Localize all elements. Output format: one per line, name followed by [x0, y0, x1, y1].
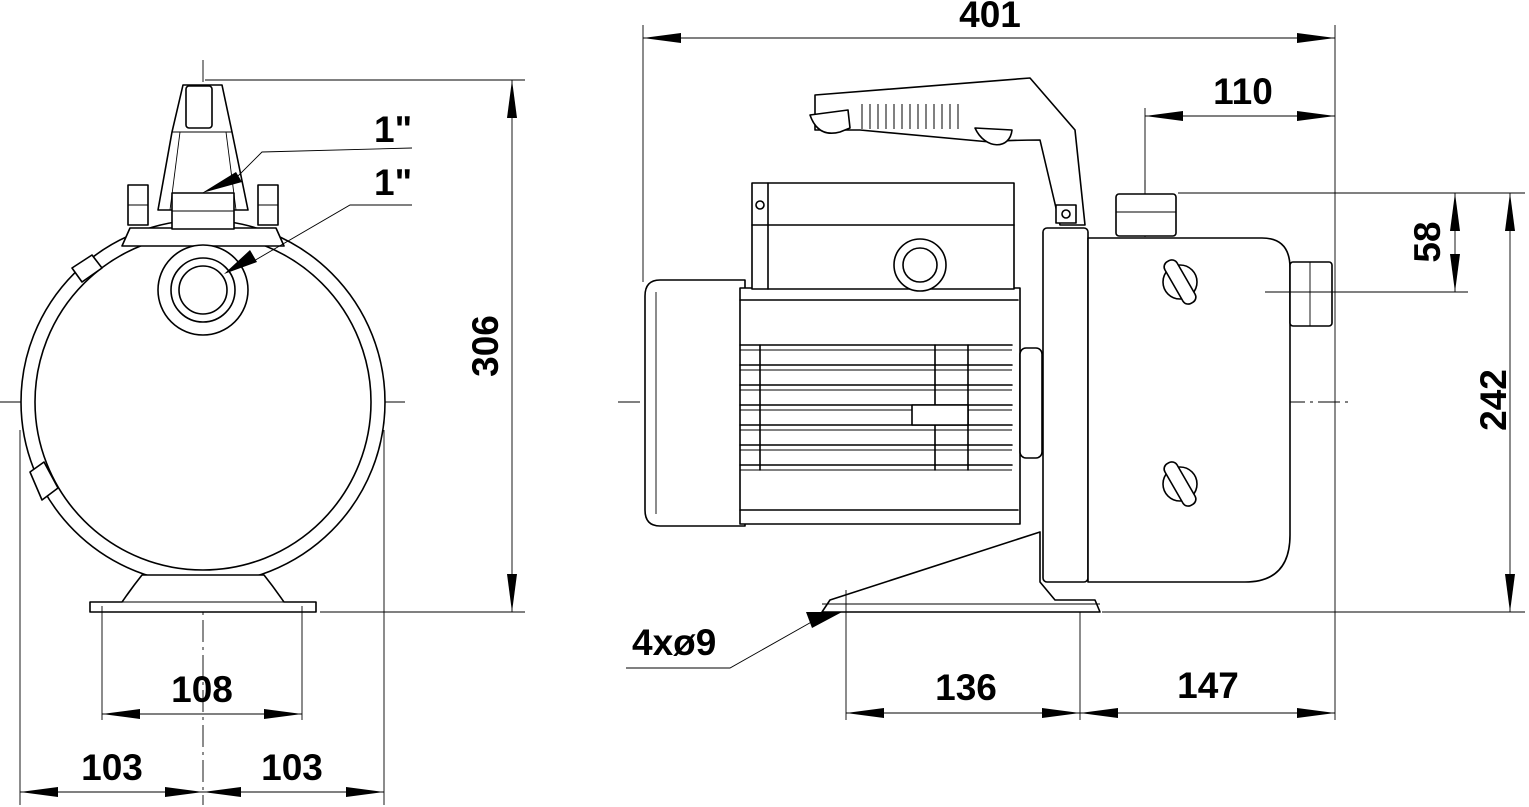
port-rise-58: 58 — [1407, 221, 1448, 262]
port-label-lower: 1" — [374, 162, 412, 203]
side-clip-lower — [29, 461, 59, 501]
foot-holes-leader — [626, 619, 816, 669]
discharge-nozzle-cap — [185, 85, 213, 129]
flange-window — [1019, 347, 1043, 459]
port-label-upper: 1" — [374, 109, 412, 150]
cooling-fins — [739, 344, 1013, 471]
discharge-port — [1289, 261, 1333, 327]
motor-body — [739, 287, 1021, 525]
cable-gland-outer — [893, 238, 947, 292]
inlet-port-mid — [170, 257, 236, 323]
top-flange — [121, 227, 285, 247]
side-view: 401 110 58 242 4xø9 136 147 — [618, 0, 1525, 720]
suction-port — [1115, 193, 1177, 237]
motor-end-cap — [644, 279, 746, 527]
terminal-box — [751, 182, 1015, 290]
port-height-242: 242 — [1473, 369, 1514, 431]
drain-plug — [1162, 461, 1198, 507]
foot-to-end-147: 147 — [1177, 665, 1239, 706]
foot-length-136: 136 — [935, 667, 997, 708]
height-306: 306 — [465, 315, 506, 377]
handle-grip-ridges — [861, 104, 959, 129]
pump-housing — [1087, 237, 1291, 583]
front-foot — [89, 574, 317, 613]
pump-flange — [1042, 227, 1089, 583]
foot-holes-4x9: 4xø9 — [632, 622, 716, 663]
side-foot — [821, 531, 1101, 613]
foot-spacing-108: 108 — [171, 669, 233, 710]
port-leader-upper — [231, 147, 413, 183]
cable-gland-inner — [902, 247, 938, 283]
half-width-right-103: 103 — [261, 747, 323, 788]
front-view: 1" 1" 306 108 103 103 — [0, 60, 525, 805]
fill-plug — [1162, 259, 1198, 305]
handle-pivot — [1055, 204, 1077, 224]
half-width-left-103: 103 — [81, 747, 143, 788]
side-clip-upper — [71, 254, 103, 283]
port-leader-lower — [251, 204, 412, 263]
inlet-port-inner — [178, 265, 228, 315]
suction-to-end-110: 110 — [1213, 71, 1273, 112]
overall-length-401: 401 — [959, 0, 1021, 35]
